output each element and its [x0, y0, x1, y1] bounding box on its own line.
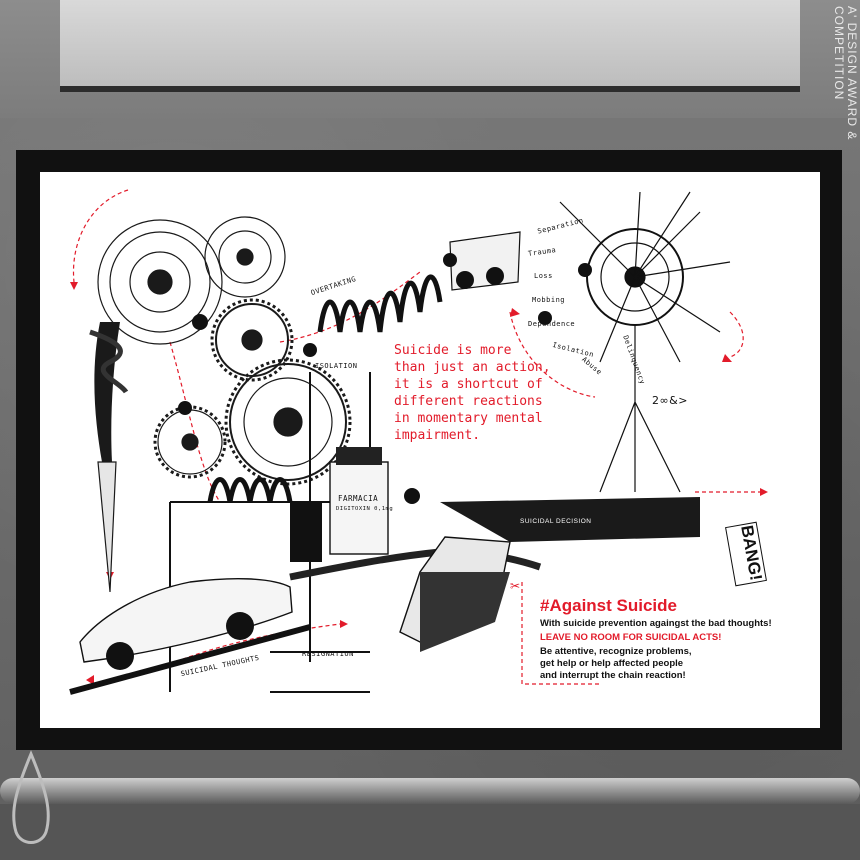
car	[69, 578, 311, 695]
fan-label-mobbing: Mobbing	[532, 296, 566, 304]
mine-cart	[443, 231, 521, 291]
fan-label-loss: Loss	[534, 272, 553, 280]
knife-with-rope	[89, 322, 129, 593]
label-pharmacy: FARMACIA	[338, 494, 379, 503]
ceiling-light-panel	[60, 0, 800, 92]
ceiling	[0, 0, 860, 118]
campaign-line-3: Be attentive, recognize problems,	[540, 646, 692, 657]
award-watermark: A' DESIGN AWARD & COMPETITION	[832, 6, 859, 141]
headline-text: Suicide is more than just an action, it …	[394, 343, 551, 443]
poster: ✂ Suicide is more than just an action, i…	[40, 172, 820, 728]
signature-mark: 2∞&>	[652, 394, 688, 407]
fan-wheel	[559, 191, 731, 493]
chain-reaction-illustration: ✂	[69, 189, 768, 695]
spring-lower	[207, 477, 293, 503]
campaign-title: #Against Suicide	[540, 596, 677, 615]
campaign-line-1: With suicide prevention againgst the bad…	[540, 618, 772, 629]
gun-label: SUICIDAL DECISION	[520, 518, 592, 525]
award-logo-icon	[12, 750, 50, 844]
floor-rail	[0, 778, 860, 804]
label-isolation: ISOLATION	[315, 362, 358, 370]
floor	[0, 804, 860, 860]
spring-top	[317, 274, 443, 333]
svg-text:✂: ✂	[510, 579, 520, 593]
campaign-line-4: get help or help affected people	[540, 658, 684, 669]
fan-label-dependence: Dependence	[528, 320, 576, 328]
label-pharmacy-sub: DIGITOXIN 0,1mg	[336, 506, 394, 512]
pistol	[399, 497, 700, 652]
campaign-line-2: LEAVE NO ROOM FOR SUICIDAL ACTS!	[540, 632, 722, 643]
campaign-line-5: and interrupt the chain reaction!	[540, 670, 686, 681]
pill-bottle	[290, 447, 389, 562]
balls	[178, 263, 592, 504]
campaign-block: #Against Suicide With suicide prevention…	[540, 596, 810, 682]
label-resignation: RESIGNATION	[302, 650, 354, 658]
clockwork-left	[97, 216, 347, 481]
